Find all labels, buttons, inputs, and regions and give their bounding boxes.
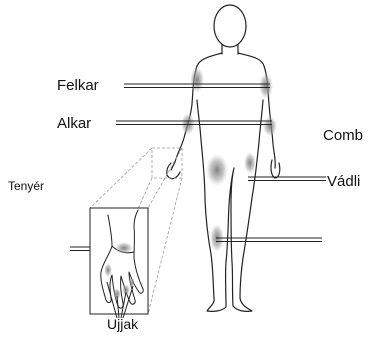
label-tenyer: Tenyér	[8, 180, 44, 192]
label-alkar: Alkar	[57, 116, 91, 131]
head	[214, 5, 246, 47]
upper-arm-region-right	[259, 73, 273, 99]
leader-calf	[216, 238, 322, 242]
leader-vadli	[248, 177, 326, 181]
label-comb: Comb	[323, 128, 363, 143]
thigh-region-right	[244, 152, 256, 174]
label-ujjak: Ujjak	[107, 317, 138, 331]
upper-arm-region-left	[190, 67, 204, 93]
label-felkar: Felkar	[57, 78, 99, 93]
forearm-region-right	[263, 116, 277, 136]
shaded-regions	[181, 67, 277, 252]
label-vadli: Vádli	[327, 174, 360, 189]
thigh-region-left	[206, 154, 228, 186]
